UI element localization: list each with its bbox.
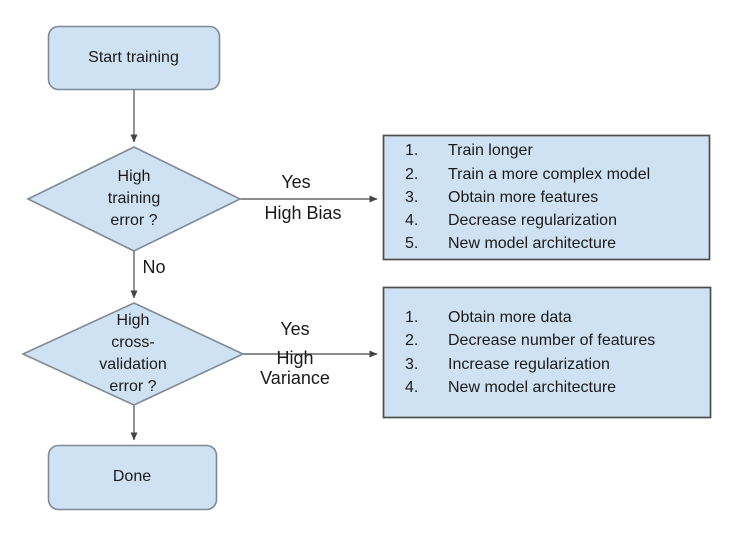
list-item-text: Decrease regularization (448, 212, 617, 230)
list-item: 5. New model architecture (384, 232, 709, 255)
list-item: 2. Decrease number of features (384, 329, 710, 352)
cv-error-decision-shape (21, 302, 245, 406)
list-item: 1. Obtain more data (384, 306, 710, 329)
edge-label-training-yes: Yes (281, 172, 311, 192)
training-error-decision-shape (26, 146, 242, 252)
list-item-text: Train longer (448, 142, 533, 160)
list-item-number: 3. (405, 355, 419, 373)
list-item-text: Increase regularization (448, 355, 610, 373)
done-node-shape (47, 444, 218, 511)
list-item-number: 3. (405, 188, 419, 206)
edge-label-cv-yes: Yes (280, 319, 310, 339)
list-item-number: 1. (405, 142, 419, 160)
training-error-decision-label: High training error ? (107, 168, 161, 229)
list-item: 3. Obtain more features (384, 186, 709, 209)
list-item-number: 1. (405, 309, 419, 327)
list-item-number: 2. (405, 165, 419, 183)
list-item-text: New model architecture (448, 378, 617, 396)
cv-error-decision-label: High cross- validation error ? (99, 312, 167, 395)
variance-remedies-box-shape (382, 286, 712, 419)
list-item-text: Obtain more data (448, 309, 572, 327)
list-item: 3. Increase regularization (384, 353, 710, 376)
list-item: 1. Train longer (384, 139, 709, 162)
list-item-number: 4. (405, 378, 419, 396)
done-node-label: Done (112, 468, 152, 485)
list-item-text: Decrease number of features (448, 332, 656, 350)
list-item-number: 5. (405, 235, 419, 253)
edge-label-high-bias: High Bias (264, 203, 342, 223)
list-item: 4. New model architecture (384, 376, 710, 399)
list-item: 4. Decrease regularization (384, 209, 709, 232)
bias-remedies-box-shape (382, 134, 711, 261)
list-item-text: Obtain more features (448, 188, 599, 206)
edge-label-high-variance: High Variance (260, 348, 330, 388)
variance-remedies-list: 1. Obtain more data 2. Decrease number o… (384, 288, 710, 417)
list-item-text: Train a more complex model (448, 165, 651, 183)
start-node-label: Start training (88, 48, 179, 66)
start-node-shape (47, 25, 221, 91)
bias-remedies-list: 1. Train longer 2. Train a more complex … (384, 136, 709, 259)
list-item: 2. Train a more complex model (384, 163, 709, 186)
edge-label-training-no: No (142, 257, 166, 277)
list-item-number: 4. (405, 212, 419, 230)
list-item-text: New model architecture (448, 235, 617, 253)
list-item-number: 2. (405, 332, 419, 350)
